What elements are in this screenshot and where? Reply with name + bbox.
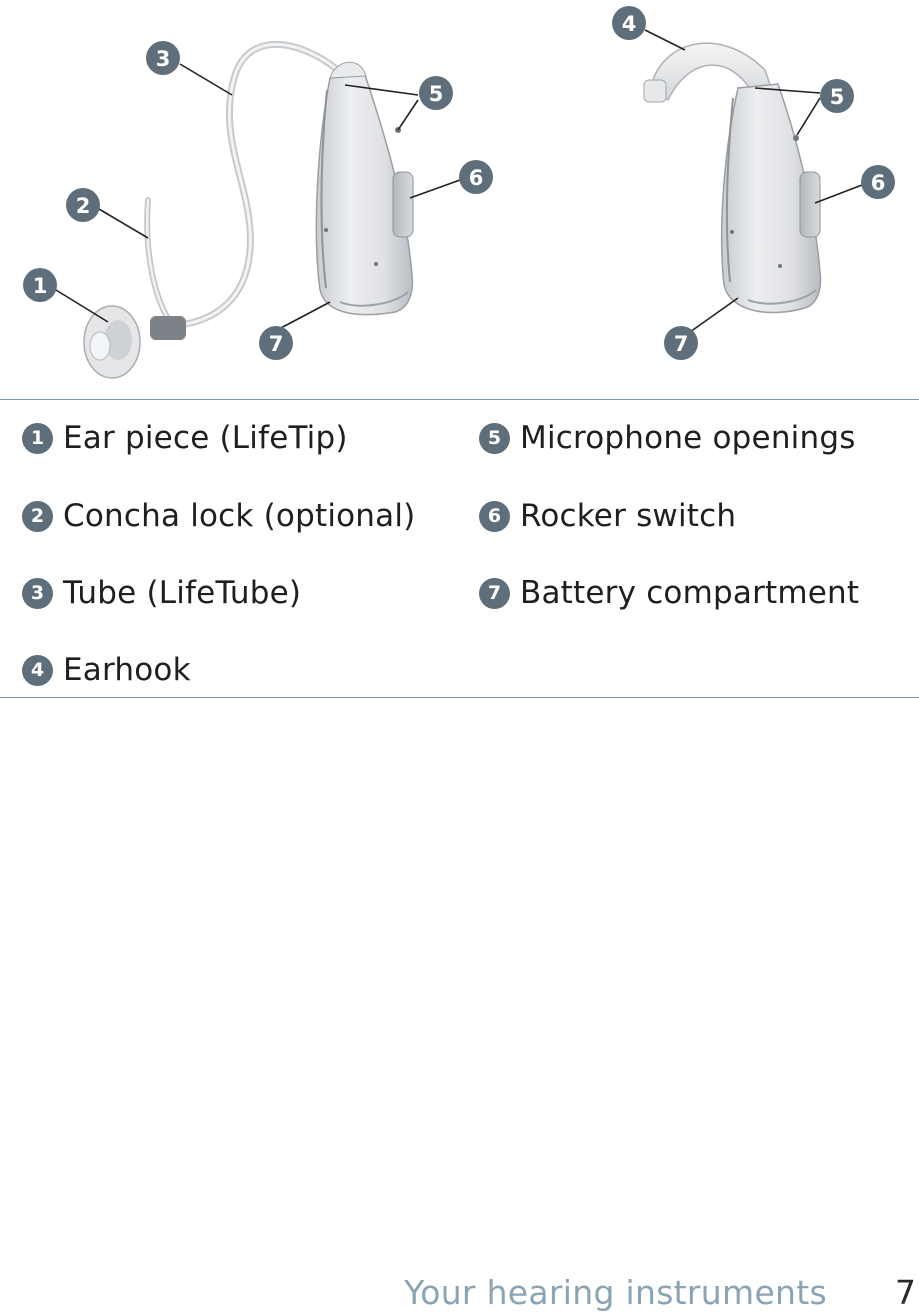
concha-lock [147,200,170,322]
callout-7-left: 7 [259,326,293,360]
hearing-instrument-illustration: 1 2 3 5 6 7 4 5 [0,0,919,395]
callout-6-right: 6 [861,165,895,199]
legend-label-ear-piece: Ear piece (LifeTip) [63,420,348,456]
legend-badge-4: 4 [22,655,53,686]
callout-7-left-number: 7 [269,332,284,356]
callout-5-right: 5 [820,79,854,113]
legend-badge-6: 6 [479,501,510,532]
legend-badge-5: 5 [479,423,510,454]
callout-2: 2 [66,188,100,222]
callout-1-number: 1 [33,274,48,298]
footer-section-title: Your hearing instruments [404,1273,827,1312]
legend-label-tube: Tube (LifeTube) [63,575,301,611]
callout-6-left: 6 [459,160,493,194]
legend-label-concha-lock: Concha lock (optional) [63,498,415,534]
legend-label-earhook: Earhook [63,652,191,688]
right-device-body [722,84,821,313]
legend-badge-2: 2 [22,501,53,532]
callout-5-left-number: 5 [429,82,444,106]
callout-4: 4 [612,6,646,40]
legend-item-battery-compartment: 7 Battery compartment [479,573,859,613]
callout-6-right-number: 6 [871,171,886,195]
legend-badge-3: 3 [22,578,53,609]
legend-item-concha-lock: 2 Concha lock (optional) [22,496,415,536]
thin-tube [180,44,338,325]
bottom-divider [0,697,919,698]
callout-7-right-number: 7 [674,332,689,356]
legend-label-rocker-switch: Rocker switch [520,498,736,534]
legend-label-battery-compartment: Battery compartment [520,575,859,611]
legend-item-microphone-openings: 5 Microphone openings [479,418,856,458]
callout-1: 1 [23,268,57,302]
callout-6-left-number: 6 [469,166,484,190]
callout-3-number: 3 [156,47,171,71]
hearing-instrument-drawing: 1 2 3 5 6 7 4 5 [0,0,919,395]
callout-3: 3 [146,41,180,75]
legend-badge-7: 7 [479,578,510,609]
top-divider [0,399,919,400]
callout-7-right: 7 [664,326,698,360]
legend-badge-1: 1 [22,423,53,454]
page-number: 7 [895,1273,916,1312]
legend-label-microphone-openings: Microphone openings [520,420,856,456]
left-device-body [316,62,413,314]
legend-item-rocker-switch: 6 Rocker switch [479,496,736,536]
callout-5-right-number: 5 [830,85,845,109]
legend-item-ear-piece: 1 Ear piece (LifeTip) [22,418,348,458]
callout-2-number: 2 [76,194,91,218]
callout-4-number: 4 [622,12,637,36]
callout-5-left: 5 [419,76,453,110]
legend-item-earhook: 4 Earhook [22,650,191,690]
legend-item-tube: 3 Tube (LifeTube) [22,573,301,613]
